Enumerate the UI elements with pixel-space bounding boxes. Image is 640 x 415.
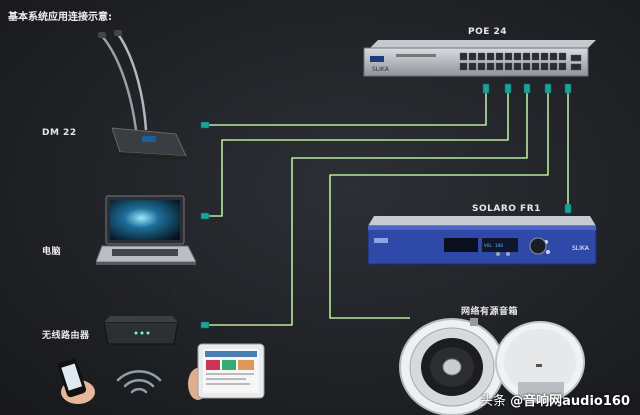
cable-speaker <box>329 92 549 319</box>
connector-sw-1 <box>482 83 490 94</box>
ceiling-speaker-grille <box>495 321 585 403</box>
connector-mic <box>200 121 210 129</box>
connector-sw-5 <box>564 83 572 94</box>
speaker-label: 网络有源音箱 <box>461 307 519 317</box>
laptop <box>96 195 196 265</box>
watermark: 头条 @音响网audio160 <box>480 390 630 409</box>
switch-label: POE 24 <box>468 27 508 37</box>
svg-text:SLIKA: SLIKA <box>372 66 390 73</box>
watermark-account: @音响网audio160 <box>510 394 630 409</box>
cable-mic <box>208 92 487 126</box>
connector-sw-3 <box>523 83 531 94</box>
tablet <box>188 343 265 400</box>
router-label: 无线路由器 <box>42 331 90 341</box>
solaro-amplifier: VOL 100 SLIKA <box>367 216 597 265</box>
svg-text:SLIKA: SLIKA <box>572 245 590 252</box>
amp-label: SOLARO FR1 <box>472 204 541 214</box>
connector-sw-2 <box>504 83 512 94</box>
wifi-signal-icon <box>116 370 162 394</box>
ceiling-speaker-front <box>399 318 505 415</box>
connector-laptop <box>200 212 210 220</box>
diagram-title: 基本系统应用连接示意: <box>8 12 112 23</box>
gooseneck-mic <box>98 30 187 160</box>
mic-label: DM 22 <box>42 128 77 138</box>
cable-laptop <box>208 92 509 217</box>
cable-router <box>208 92 528 326</box>
svg-text:VOL 100: VOL 100 <box>484 243 503 249</box>
smartphone <box>57 358 95 404</box>
connector-amp <box>564 203 572 214</box>
laptop-label: 电脑 <box>42 247 62 257</box>
wireless-router <box>103 278 179 345</box>
connector-router <box>200 321 210 329</box>
connector-sw-4 <box>544 83 552 94</box>
watermark-prefix: 头条 <box>479 394 506 409</box>
poe-switch: SLIKA <box>363 40 596 77</box>
